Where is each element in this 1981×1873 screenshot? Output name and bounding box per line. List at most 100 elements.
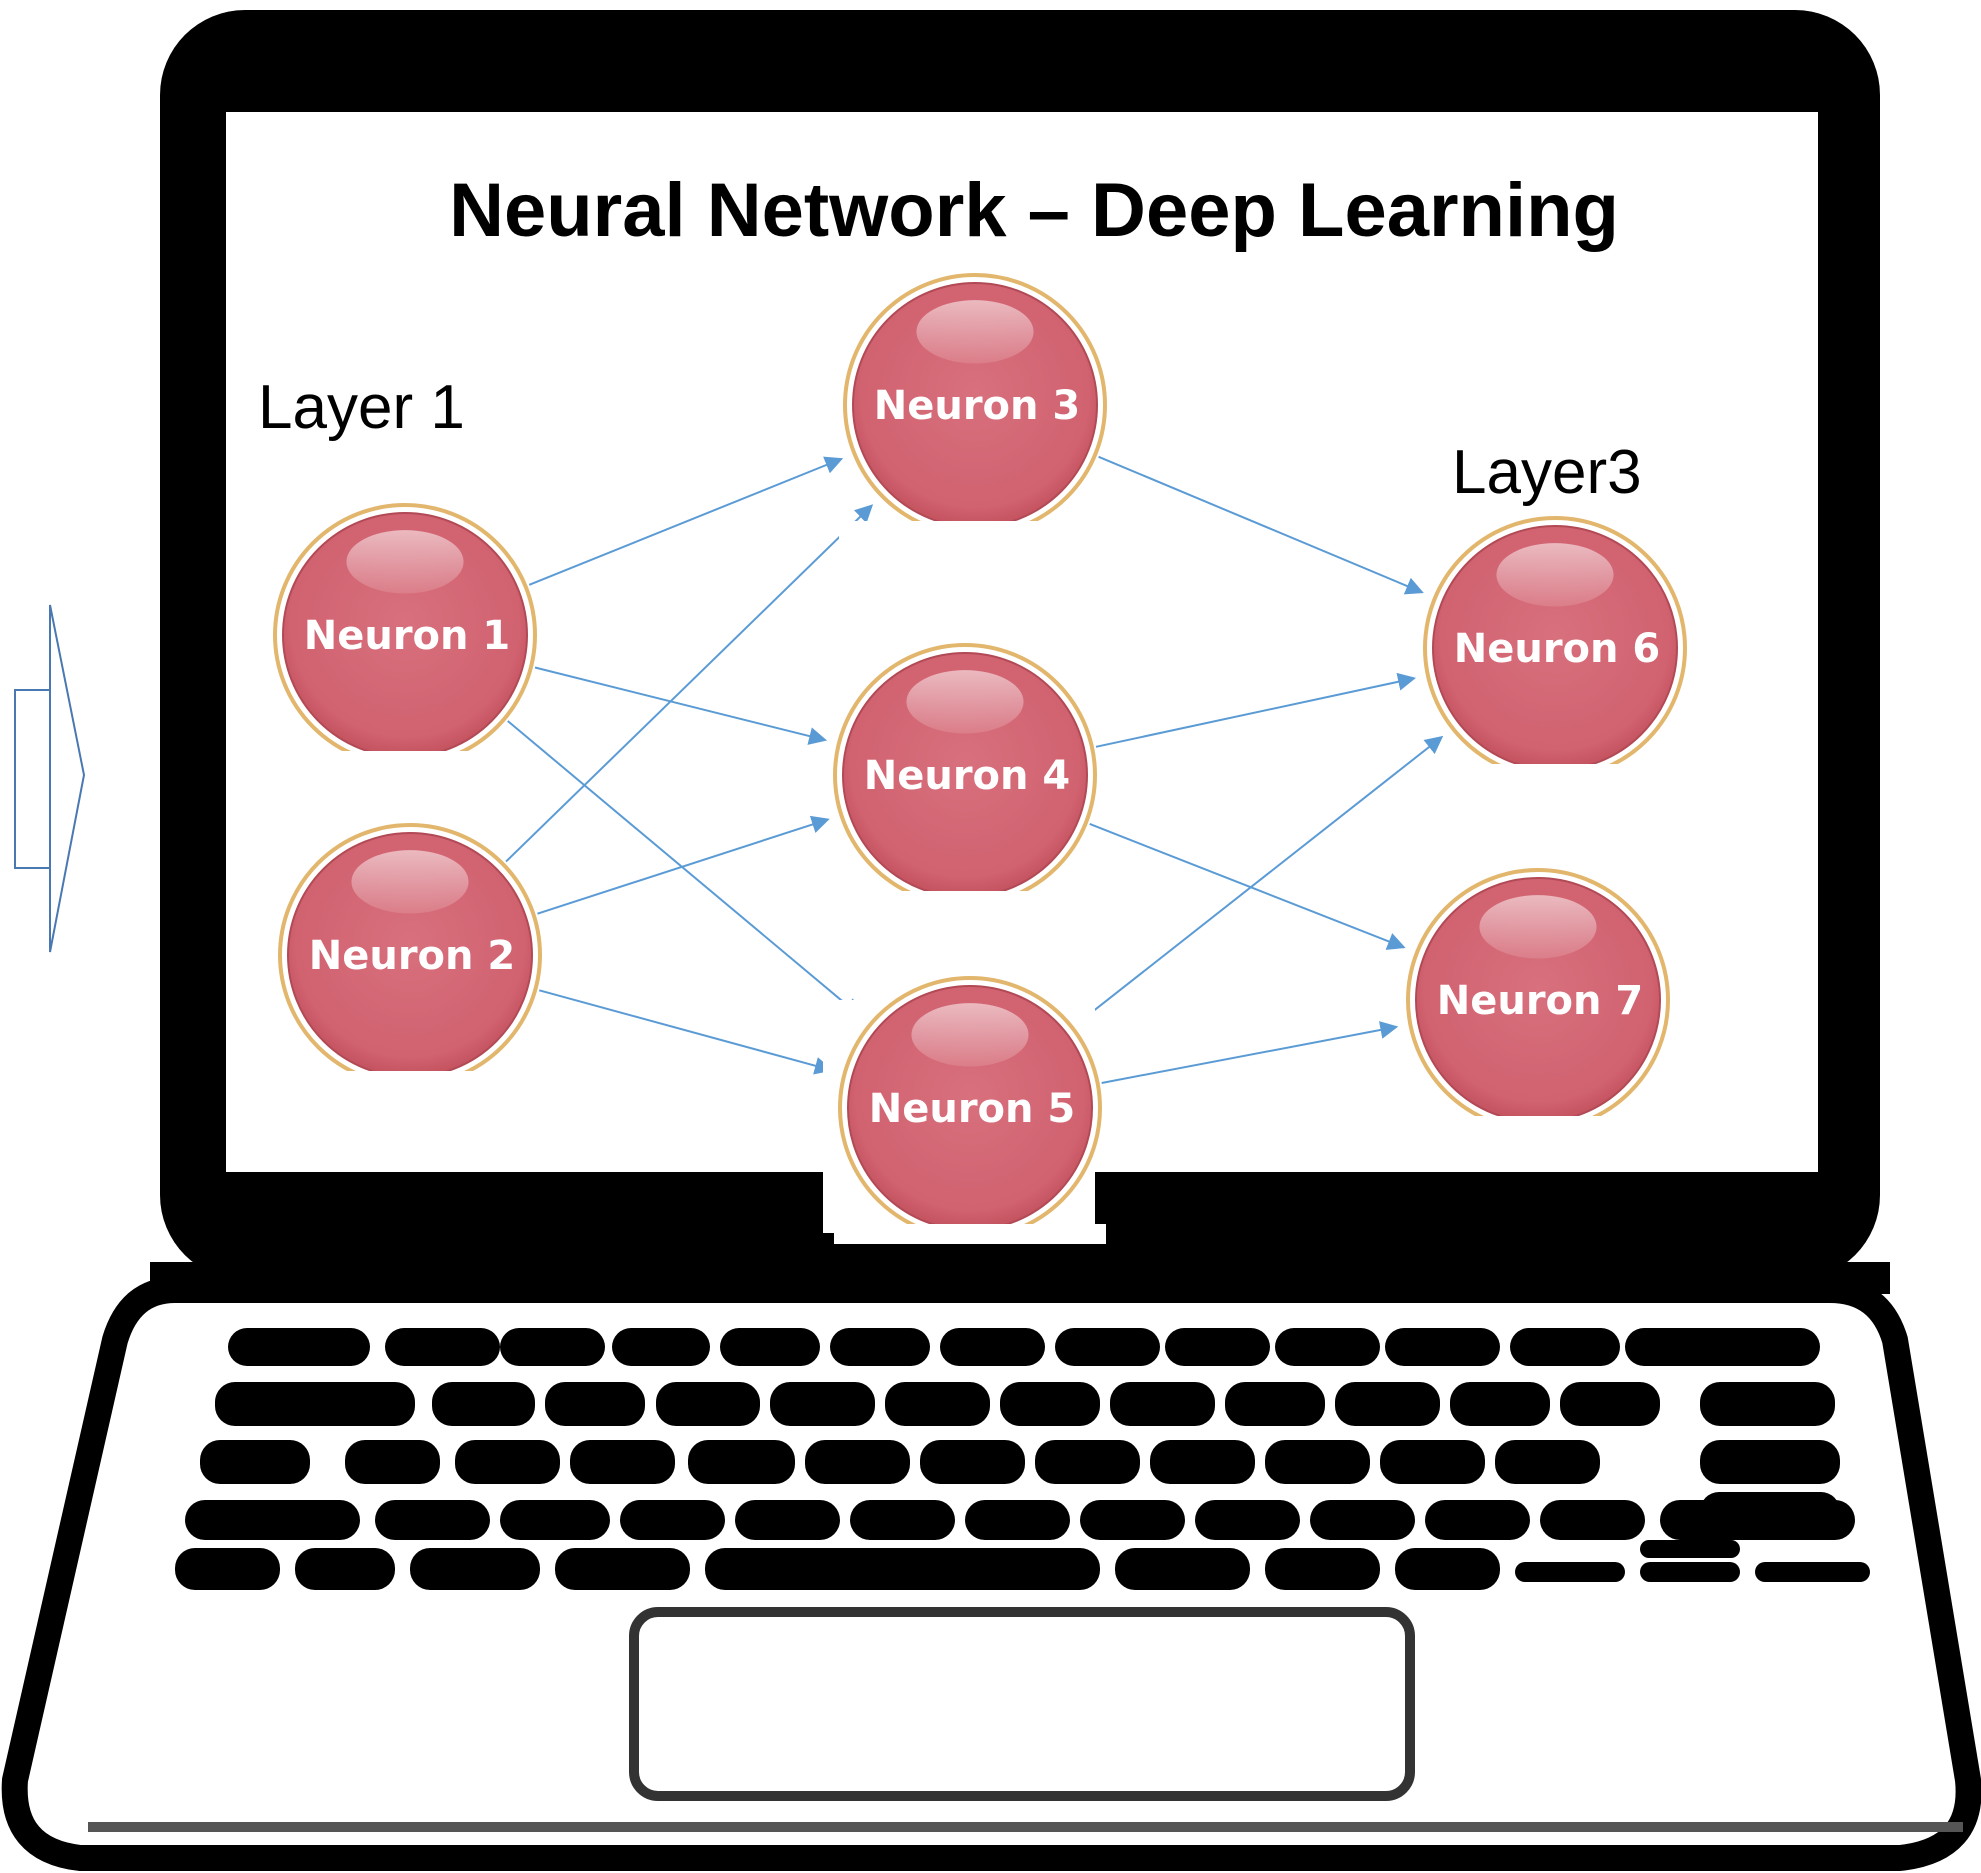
keyboard-key: [1195, 1500, 1300, 1540]
neuron-label: Neuron 1: [304, 613, 511, 659]
keyboard-key: [850, 1500, 955, 1540]
keyboard-key: [1540, 1500, 1645, 1540]
keyboard-key: [688, 1440, 795, 1484]
keyboard-key: [1385, 1328, 1500, 1366]
keyboard-key: [215, 1382, 415, 1426]
keyboard-key: [1700, 1382, 1835, 1426]
keyboard-key: [1000, 1382, 1100, 1426]
keyboard-key: [385, 1328, 500, 1366]
keyboard-key: [1515, 1562, 1625, 1582]
keyboard-key: [345, 1440, 440, 1484]
connection-arrow-n1-n3: [528, 456, 844, 586]
keyboard-key: [1055, 1328, 1160, 1366]
keyboard-key: [1640, 1540, 1740, 1558]
keyboard-key: [1450, 1382, 1550, 1426]
diagram-title: Neural Network – Deep Learning: [449, 168, 1619, 253]
neuron-4: Neuron 4: [829, 643, 1101, 911]
keyboard-key: [1425, 1500, 1530, 1540]
keyboard-key: [500, 1328, 605, 1366]
laptop-hinge: [150, 1262, 1890, 1294]
layer-3-label: Layer3: [1452, 438, 1642, 507]
connection-arrow-n5-n6: [1074, 735, 1444, 1026]
neuron-highlight: [1479, 895, 1597, 959]
neurons: Neuron 1 Neuron 2 Neuron 3 Neuron 4 Neuron 5…: [269, 273, 1691, 1244]
keyboard-key: [1755, 1562, 1870, 1582]
neuron-5: Neuron 5: [834, 976, 1106, 1244]
side-block-arrow: [14, 604, 86, 953]
keyboard-key: [1560, 1382, 1660, 1426]
keyboard-key: [1625, 1328, 1820, 1366]
neuron-bottom-mask: [1419, 764, 1691, 784]
neuron-2: Neuron 2: [274, 823, 546, 1091]
connection-arrow-n2-n3: [505, 504, 874, 863]
keyboard-key: [1495, 1440, 1600, 1484]
connection-arrow-n5-n7: [1101, 1021, 1399, 1084]
keyboard-key: [1510, 1328, 1620, 1366]
keyboard-key: [940, 1328, 1045, 1366]
neuron-highlight: [911, 1003, 1029, 1067]
keyboard-key: [555, 1548, 690, 1590]
keyboard-key: [1115, 1548, 1250, 1590]
neuron-label: Neuron 6: [1454, 626, 1661, 672]
keyboard-key: [805, 1440, 910, 1484]
keyboard-key: [830, 1328, 930, 1366]
neuron-highlight: [346, 530, 464, 594]
keyboard-key: [295, 1548, 395, 1590]
connection-arrow-n2-n4: [537, 815, 830, 915]
keyboard-key: [1265, 1440, 1370, 1484]
connection-arrow-n3-n6: [1098, 455, 1424, 595]
connections: [505, 455, 1444, 1084]
keyboard-key: [1165, 1328, 1270, 1366]
neuron-label: Neuron 4: [864, 753, 1071, 799]
neuron-1: Neuron 1: [269, 503, 541, 771]
keyboard-key: [656, 1382, 760, 1426]
laptop-front-edge: [88, 1822, 1963, 1832]
neuron-label: Neuron 5: [869, 1086, 1076, 1132]
keyboard-key: [545, 1382, 645, 1426]
keyboard-key: [1640, 1562, 1740, 1582]
keyboard-key: [455, 1440, 560, 1484]
touchpad: [629, 1607, 1415, 1801]
keyboard-key: [735, 1500, 840, 1540]
keyboard-key: [432, 1382, 535, 1426]
neuron-bottom-mask: [1402, 1116, 1674, 1136]
keyboard-key: [410, 1548, 540, 1590]
neuron-bottom-mask: [839, 521, 1111, 541]
keyboard-key: [1380, 1440, 1485, 1484]
keyboard-key: [1080, 1500, 1185, 1540]
keyboard-key: [885, 1382, 990, 1426]
neuron-highlight: [916, 300, 1034, 364]
keyboard-key: [200, 1440, 310, 1484]
keyboard-key: [1660, 1500, 1855, 1540]
keyboard-key: [175, 1548, 280, 1590]
neuron-highlight: [1496, 543, 1614, 607]
neuron-6: Neuron 6: [1419, 516, 1691, 784]
neuron-highlight: [351, 850, 469, 914]
neuron-highlight: [906, 670, 1024, 734]
neuron-3: Neuron 3: [839, 273, 1111, 541]
keyboard-key: [1225, 1382, 1325, 1426]
connection-arrow-n1-n4: [534, 666, 828, 745]
keyboard-key: [185, 1500, 360, 1540]
keyboard-key: [570, 1440, 675, 1484]
connection-arrow-n2-n5: [538, 989, 833, 1075]
keyboard-key: [228, 1328, 370, 1366]
connection-arrow-n1-n5: [507, 720, 861, 1017]
connection-arrow-n4-n7: [1089, 823, 1406, 950]
keyboard: [175, 1328, 1870, 1590]
keyboard-key: [1265, 1548, 1380, 1590]
keyboard-key: [965, 1500, 1070, 1540]
keyboard-key: [920, 1440, 1025, 1484]
keyboard-key: [375, 1500, 490, 1540]
neuron-bottom-mask: [274, 1071, 546, 1091]
keyboard-key: [705, 1548, 1100, 1590]
keyboard-key: [500, 1500, 610, 1540]
keyboard-key: [1395, 1548, 1500, 1590]
keyboard-key: [620, 1500, 725, 1540]
keyboard-key: [770, 1382, 875, 1426]
neuron-label: Neuron 7: [1437, 978, 1644, 1024]
keyboard-key: [1150, 1440, 1255, 1484]
neuron-7: Neuron 7: [1402, 868, 1674, 1136]
neuron-bottom-mask: [269, 751, 541, 771]
neuron-bottom-mask: [834, 1224, 1106, 1244]
